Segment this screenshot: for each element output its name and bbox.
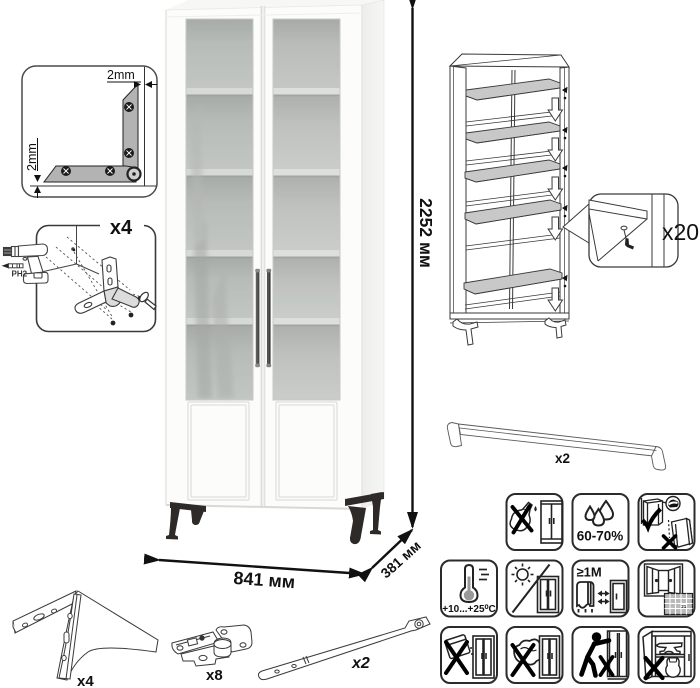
svg-text:PH2: PH2 xyxy=(12,270,28,279)
svg-text:60-70%: 60-70% xyxy=(577,529,624,544)
svg-text:2252 мм: 2252 мм xyxy=(416,198,436,268)
svg-text:+10...+25⁰C: +10...+25⁰C xyxy=(442,604,496,615)
svg-text:x4: x4 xyxy=(110,217,133,239)
svg-text:2mm: 2mm xyxy=(25,143,39,171)
svg-text:21: 21 xyxy=(681,604,687,609)
svg-text:x20: x20 xyxy=(662,219,699,245)
svg-text:x8: x8 xyxy=(206,667,223,684)
svg-text:x2: x2 xyxy=(351,655,370,672)
svg-text:841 мм: 841 мм xyxy=(233,568,296,592)
svg-text:381 мм: 381 мм xyxy=(377,537,423,581)
svg-text:2mm: 2mm xyxy=(107,68,135,82)
svg-text:≥1М: ≥1М xyxy=(577,565,602,580)
svg-text:x2: x2 xyxy=(555,451,570,466)
svg-text:x4: x4 xyxy=(77,673,94,688)
